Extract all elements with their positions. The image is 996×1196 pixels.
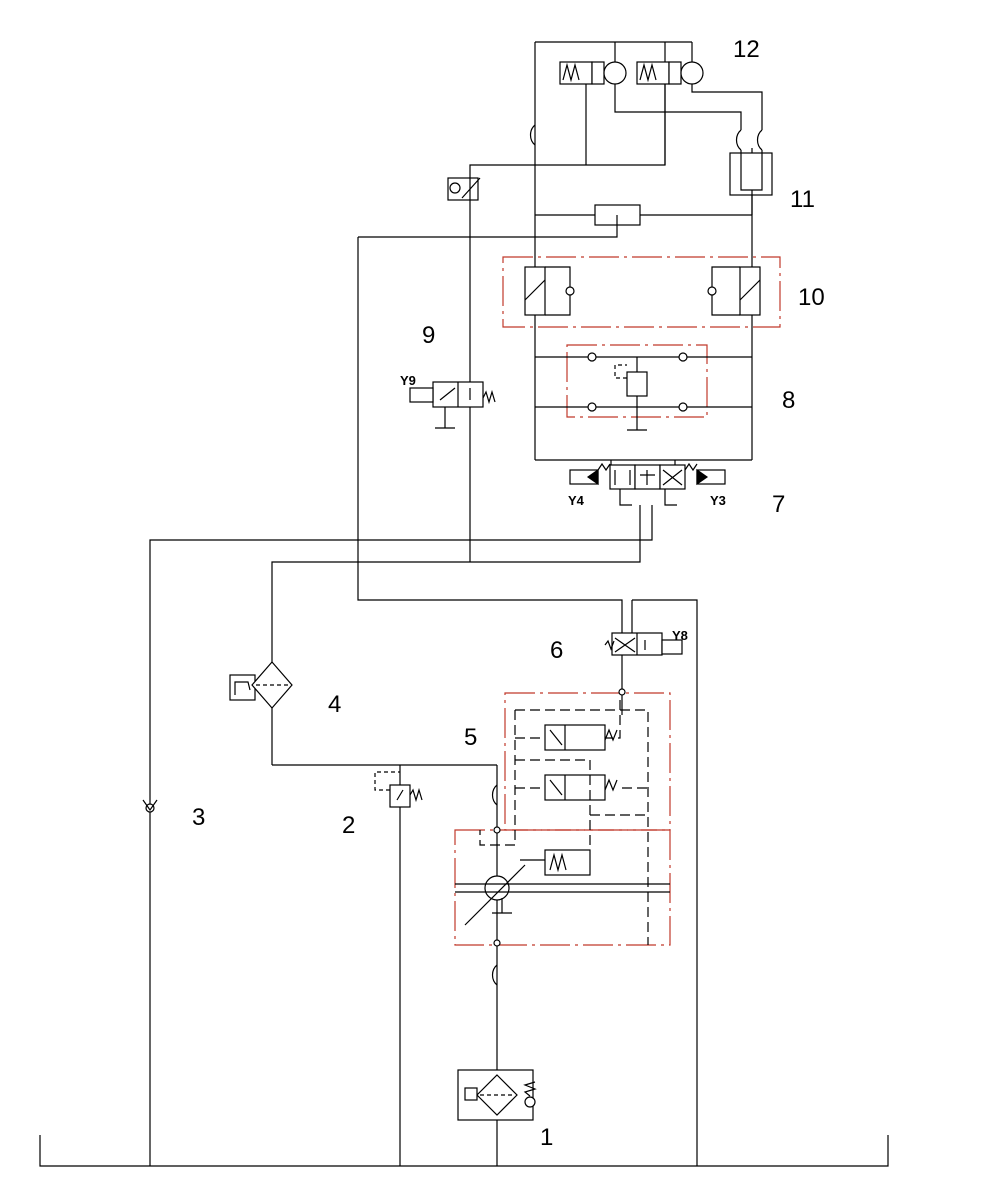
label-12: 12 <box>733 36 760 63</box>
return-filter-line-4 <box>229 505 641 766</box>
relief-valve-2 <box>374 765 423 1166</box>
label-8: 8 <box>782 387 795 414</box>
pump-suction-line <box>457 765 537 1166</box>
solenoid-y8: Y8 <box>672 628 688 643</box>
tank-line <box>39 1135 889 1167</box>
pump-control-group-5 <box>454 685 671 947</box>
label-1: 1 <box>540 1124 553 1151</box>
label-11: 11 <box>790 186 815 213</box>
throttle-group-10 <box>502 256 781 328</box>
label-3: 3 <box>192 804 205 831</box>
label-7: 7 <box>772 491 785 518</box>
label-5: 5 <box>464 724 477 751</box>
solenoid-y3: Y3 <box>710 493 726 508</box>
solenoid-y4: Y4 <box>568 493 585 508</box>
solenoid-y9: Y9 <box>400 373 416 388</box>
label-9: 9 <box>422 322 435 349</box>
label-6: 6 <box>550 637 563 664</box>
label-10: 10 <box>798 284 825 311</box>
label-2: 2 <box>342 812 355 839</box>
directional-valve-6 <box>357 237 698 1166</box>
return-line-3 <box>142 505 653 1166</box>
label-4: 4 <box>328 691 341 718</box>
actuator-circuit <box>358 41 773 460</box>
directional-valve-7 <box>535 459 752 506</box>
relief-group-8 <box>535 344 752 431</box>
